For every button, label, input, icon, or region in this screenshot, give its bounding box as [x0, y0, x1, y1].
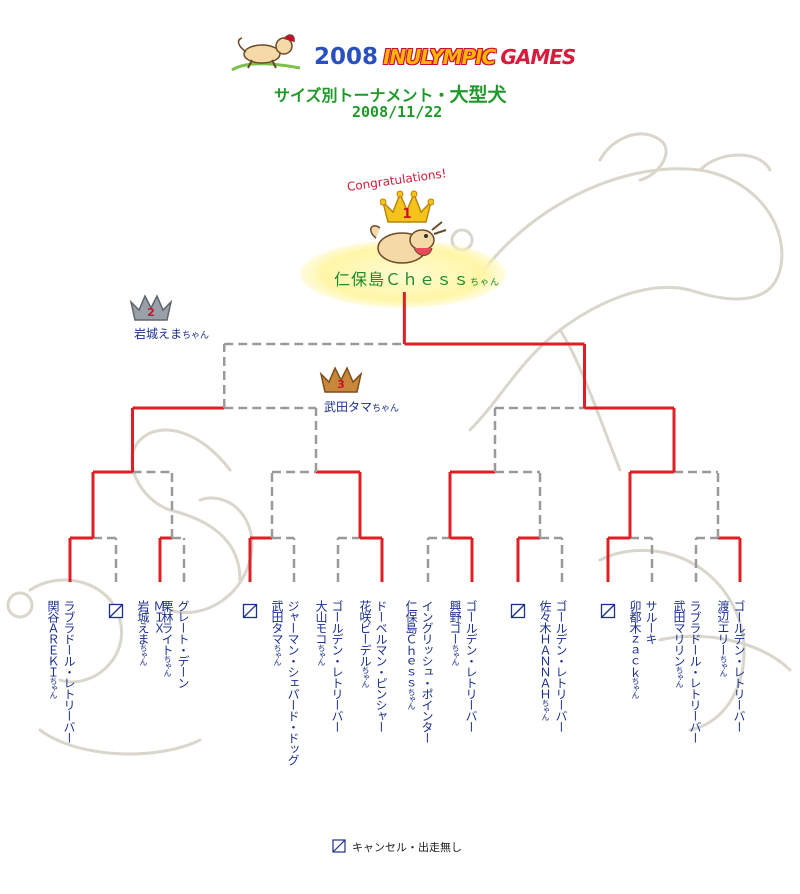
entrant-name-text: 佐々木ＨＡＮＮＡＨ [538, 600, 552, 699]
entrant-name: 関谷ＡＲＥＫＩちゃん [45, 600, 61, 743]
subtitle-size: 大型犬 [449, 84, 507, 106]
cancel-legend-icon [332, 839, 346, 853]
entrant-slot: ゴールデン・レトリーバー興野ゴーちゃん [446, 600, 478, 732]
second-name: 岩城えま [134, 327, 183, 341]
entrant-breed: ゴールデン・レトリーバー [464, 600, 478, 732]
logo-year: 2008 [314, 44, 379, 70]
champion-suffix: ちゃん [470, 278, 501, 288]
entrant-breed: ゴールデン・レトリーバー [554, 600, 568, 732]
cancelled-slot-icon [242, 603, 258, 619]
entrant-name-text: 仁保島Ｃｈｅｓｓ [404, 600, 418, 688]
entrant-name: 花咲ビーデルちゃん [357, 600, 373, 732]
bronze-crown-icon: 3 [319, 366, 363, 393]
entrant-breed: ゴールデン・レトリーバー [732, 600, 746, 732]
logo-word: INULYMPIC [383, 45, 496, 69]
entrant-suffix: ちゃん [451, 644, 460, 665]
entrant-slot: イングリッシュ・ポインター仁保島Ｃｈｅｓｓちゃん [402, 600, 434, 743]
silver-crown-icon: 2 [129, 294, 173, 321]
second-suffix: ちゃん [182, 331, 210, 341]
third-rank: 3 [337, 378, 345, 391]
entrant-name: 卯都木ｚａｃｋちゃん [627, 600, 643, 698]
entrant-name-text: 大山モコ [314, 600, 328, 644]
entrant-suffix: ちゃん [163, 655, 172, 676]
entrant-suffix: ちゃん [631, 677, 640, 698]
entrant-name: 大山モコちゃん [313, 600, 329, 732]
entrant-slot: ゴールデン・レトリーバー大山モコちゃん [312, 600, 344, 732]
entrant-breed: ゴールデン・レトリーバー [330, 600, 344, 732]
entrant-slot: ドーベルマン・ピンシャー花咲ビーデルちゃん [356, 600, 388, 732]
gold-crown-icon: 1 [380, 190, 434, 223]
entrant-name: 佐々木ＨＡＮＮＡＨちゃん [537, 600, 553, 732]
entrant-suffix: ちゃん [49, 677, 58, 698]
page-subtitle: サイズ別トーナメント・大型犬 [274, 80, 507, 107]
entrant-breed: サルーキ [644, 600, 658, 644]
entrant-name: 仁保島Ｃｈｅｓｓちゃん [403, 600, 419, 743]
champion-rank: 1 [402, 207, 411, 222]
entrant-suffix: ちゃん [719, 655, 728, 676]
entrant-name: 興野ゴーちゃん [447, 600, 463, 732]
entrant-breed: ＭＩＸ [152, 600, 166, 633]
entrant-suffix: ちゃん [407, 688, 416, 709]
champion-dog-icon [370, 221, 447, 264]
event-date: 2008/11/22 [352, 103, 443, 121]
entrant-suffix: ちゃん [273, 644, 282, 665]
entrant-name-text: 栗林ライト [160, 600, 174, 655]
entrant-breed: ドーベルマン・ピンシャー [374, 600, 388, 732]
logo-dog-icon [231, 34, 301, 72]
champion-label: 仁保島Ｃｈｅｓｓちゃん [334, 266, 500, 290]
entrant-breed: ラブラドール・レトリーバー [688, 600, 702, 743]
entrant-name-text: 関谷ＡＲＥＫＩ [46, 600, 60, 677]
logo-wordmark: 2008 INULYMPIC GAMES [314, 44, 576, 70]
entrant-breed: ジャーマン・シェパード・ドッグ [286, 600, 300, 765]
cancelled-slot-icon [510, 603, 526, 619]
logo-games: GAMES [500, 45, 576, 69]
entrant-slot: ゴールデン・レトリーバー佐々木ＨＡＮＮＡＨちゃん [536, 600, 568, 732]
second-rank: 2 [147, 306, 155, 319]
entrant-suffix: ちゃん [317, 644, 326, 665]
entrant-slot: ゴールデン・レトリーバー渡辺エリーちゃん [714, 600, 746, 732]
entrant-name-text: 卯都木ｚａｃｋ [628, 600, 642, 677]
entrant-breed: ラブラドール・レトリーバー [62, 600, 76, 743]
entrant-name-text: 渡辺エリー [716, 600, 730, 655]
third-place-label: 武田タマちゃん [324, 398, 399, 415]
entrant-breed: グレート・デーン [176, 600, 190, 688]
legend-text: キャンセル・出走無し [352, 841, 462, 854]
entrant-name: 岩城えまちゃん [135, 600, 151, 665]
entrant-slot: サルーキ卯都木ｚａｃｋちゃん [626, 600, 658, 698]
entrant-name-text: 武田タマ [270, 600, 284, 644]
entrant-name: 渡辺エリーちゃん [715, 600, 731, 732]
entrant-name-text: 武田マリリン [672, 600, 686, 666]
subtitle-text: サイズ別トーナメント・ [274, 86, 450, 105]
entrant-name-text: 岩城えま [136, 600, 150, 644]
champion-name: 仁保島Ｃｈｅｓｓ [334, 270, 471, 289]
entrant-name-text: 花咲ビーデル [358, 600, 372, 666]
entrant-slot: ラブラドール・レトリーバー関谷ＡＲＥＫＩちゃん [44, 600, 76, 743]
entrant-slot: ラブラドール・レトリーバー武田マリリンちゃん [670, 600, 702, 743]
second-place-label: 岩城えまちゃん [134, 325, 209, 342]
entrant-name: 栗林ライトちゃん [159, 600, 175, 688]
entrant-slot: ジャーマン・シェパード・ドッグ武田タマちゃん [268, 600, 300, 765]
cancelled-slot-icon [108, 603, 124, 619]
entrant-breed: イングリッシュ・ポインター [420, 600, 434, 743]
entrant-slot: グレート・デーン栗林ライトちゃん [158, 600, 190, 688]
entrant-suffix: ちゃん [361, 666, 370, 687]
entrant-suffix: ちゃん [541, 699, 550, 720]
third-suffix: ちゃん [372, 404, 400, 414]
entrant-name: 武田マリリンちゃん [671, 600, 687, 743]
cancelled-slot-icon [600, 603, 616, 619]
entrant-suffix: ちゃん [675, 666, 684, 687]
entrant-name: 武田タマちゃん [269, 600, 285, 765]
entrant-name-text: 興野ゴー [448, 600, 462, 644]
third-name: 武田タマ [324, 400, 373, 414]
entrant-suffix: ちゃん [139, 644, 148, 665]
